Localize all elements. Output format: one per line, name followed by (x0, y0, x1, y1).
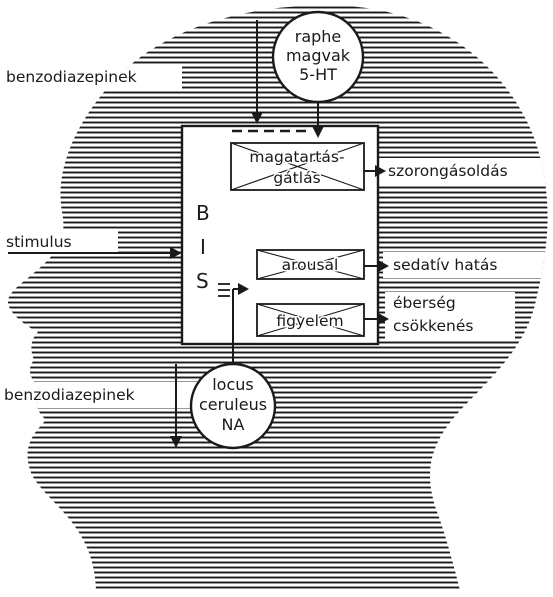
input-benzo-top: benzodiazepinek (6, 68, 137, 86)
output-szorongas: szorongásoldás (388, 162, 508, 180)
output-eberseg-line2: csökkenés (393, 317, 473, 335)
raphe-label-line3: 5-HT (299, 65, 337, 84)
raphe-label-line2: magvak (286, 46, 351, 65)
bis-letter-b: B (196, 201, 210, 225)
box-figyelem-label: figyelem (276, 312, 343, 330)
raphe-node: raphe magvak 5-HT (273, 12, 363, 102)
box-arousal-label: arousal (282, 256, 339, 274)
raphe-label-line1: raphe (295, 27, 342, 46)
box-figyelem: figyelem (257, 304, 364, 336)
box-magatartas-line1: magatartás- (249, 148, 344, 166)
bis-letter-i: I (200, 235, 206, 259)
box-magatartas-line2: gátlás (273, 169, 320, 187)
output-eberseg-line1: éberség (393, 294, 456, 312)
box-magatartas: magatartás- gátlás (231, 143, 364, 190)
locus-label-line1: locus (212, 375, 254, 394)
bis-letter-s: S (196, 269, 209, 293)
locus-node: locus ceruleus NA (191, 364, 275, 448)
locus-label-line3: NA (222, 415, 245, 434)
box-arousal: arousal (257, 250, 364, 279)
input-benzo-bottom: benzodiazepinek (4, 386, 135, 404)
input-stimulus: stimulus (6, 233, 72, 251)
output-sedativ: sedatív hatás (393, 256, 497, 274)
locus-label-line2: ceruleus (199, 395, 267, 414)
